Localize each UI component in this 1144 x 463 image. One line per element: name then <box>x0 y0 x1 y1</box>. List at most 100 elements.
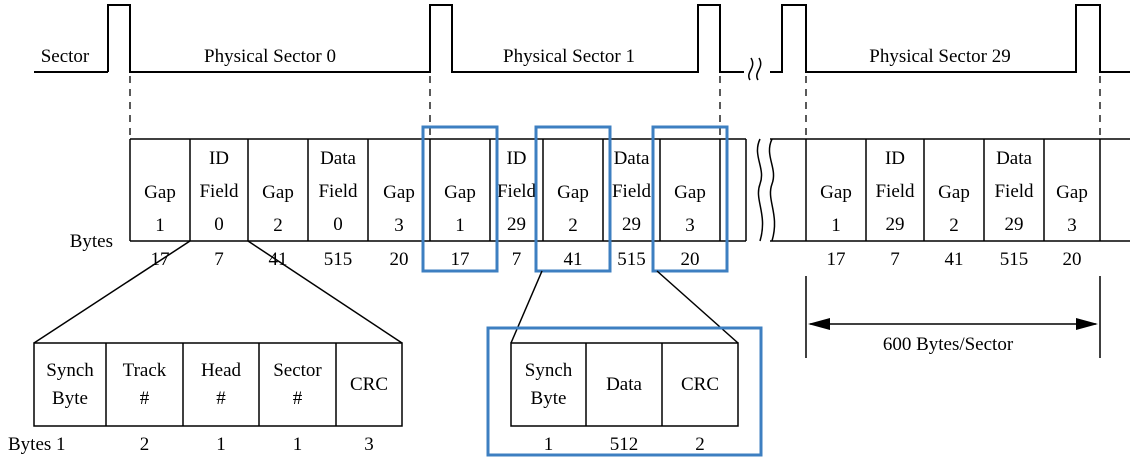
field-label-line: Gap <box>820 182 852 203</box>
field-label-line: 2 <box>568 215 578 236</box>
id-detail-byte-count: 1 <box>293 434 303 455</box>
field-label-line: 0 <box>333 214 343 235</box>
byte-counts: 17 7 41 515 20 17 7 41 515 20 17 7 41 515 20 <box>151 249 1082 270</box>
field-label-line: Data <box>320 148 356 169</box>
field-byte-count: 17 <box>151 249 170 270</box>
id-detail-cell-label: Byte <box>52 388 88 409</box>
id-detail-cell-label: CRC <box>350 374 388 395</box>
field-highlight <box>421 125 499 273</box>
field-label-line: 29 <box>622 214 641 235</box>
data-detail-byte-count: 1 <box>544 434 554 455</box>
field-byte-count: 7 <box>214 249 224 270</box>
timing-waveform <box>34 4 1130 73</box>
field-byte-count: 41 <box>945 249 964 270</box>
field-byte-count: 7 <box>890 249 900 270</box>
id-detail-cell-label: Track <box>123 360 167 381</box>
field-dividers <box>129 139 1101 241</box>
highlight-boxes <box>421 125 729 273</box>
sector-size-dimension <box>805 276 1101 358</box>
field-byte-count: 20 <box>681 249 700 270</box>
expansion-lines <box>33 240 739 344</box>
field-label-line: 29 <box>1005 214 1024 235</box>
field-label-line: 2 <box>273 215 283 236</box>
field-byte-count: 17 <box>451 249 470 270</box>
field-label-line: 29 <box>507 214 526 235</box>
dashed-guides <box>129 76 1101 138</box>
data-field-highlight <box>486 326 763 457</box>
id-detail-box <box>33 342 403 427</box>
field-label-line: Gap <box>1056 182 1088 203</box>
field-label-line: Field <box>612 181 652 202</box>
field-label-line: Gap <box>674 182 706 203</box>
field-label-line: 29 <box>886 214 905 235</box>
field-byte-count: 515 <box>617 249 646 270</box>
field-label-line: Field <box>318 181 358 202</box>
field-label-line: ID <box>209 148 229 169</box>
bytes-label: Bytes <box>70 231 113 252</box>
data-detail-byte-count: 512 <box>610 434 639 455</box>
id-detail-byte-count: 1 <box>216 434 226 455</box>
field-label-line: Gap <box>557 182 589 203</box>
data-detail-box <box>510 342 739 427</box>
waveform-line <box>770 4 1130 73</box>
sector-label: Sector <box>41 46 90 67</box>
sector-size-label: 600 Bytes/Sector <box>883 334 1014 355</box>
field-label-line: 0 <box>214 214 224 235</box>
field-label-line: Gap <box>938 182 970 203</box>
field-label-line: Gap <box>383 182 415 203</box>
field-label-line: 1 <box>455 215 465 236</box>
field-byte-count: 41 <box>564 249 583 270</box>
field-label-line: Data <box>996 148 1032 169</box>
field-byte-count: 515 <box>324 249 353 270</box>
bytes-strip <box>130 138 1130 242</box>
break-mark <box>748 57 762 81</box>
physical-sector-label: Physical Sector 1 <box>503 46 635 67</box>
field-label-line: 1 <box>155 215 165 236</box>
field-label-line: Gap <box>262 182 294 203</box>
field-byte-count: 20 <box>390 249 409 270</box>
field-label-line: 2 <box>949 215 959 236</box>
arrow-left-icon <box>808 318 830 330</box>
waveform-line <box>107 4 744 73</box>
id-detail-cell-label: # <box>140 388 150 409</box>
id-detail-cell-label: # <box>293 388 303 409</box>
field-byte-count: 17 <box>827 249 846 270</box>
field-highlight <box>651 125 729 273</box>
field-label-line: Field <box>875 181 915 202</box>
id-detail-cell-label: # <box>216 388 226 409</box>
field-highlight <box>534 125 612 273</box>
data-detail-cell-label: Synch <box>525 360 573 381</box>
field-byte-count: 515 <box>1000 249 1029 270</box>
field-label-line: ID <box>506 148 526 169</box>
field-label-line: Data <box>614 148 650 169</box>
id-detail-cell-label: Sector <box>273 360 322 381</box>
field-label-line: 3 <box>1067 215 1077 236</box>
data-detail-cell-label: Byte <box>531 388 567 409</box>
id-detail-bytes-label: Bytes 1 <box>8 434 66 455</box>
data-detail-cell-label: Data <box>606 374 642 395</box>
id-detail-cell-label: Synch <box>46 360 94 381</box>
data-detail-byte-count: 2 <box>695 434 705 455</box>
field-label-line: Field <box>497 181 537 202</box>
physical-sector-label: Physical Sector 29 <box>869 46 1010 67</box>
field-byte-count: 41 <box>269 249 288 270</box>
field-label-line: ID <box>885 148 905 169</box>
physical-sector-label: Physical Sector 0 <box>204 46 336 67</box>
field-byte-count: 20 <box>1063 249 1082 270</box>
field-label-line: 3 <box>685 215 695 236</box>
field-label-line: Gap <box>444 182 476 203</box>
id-detail-byte-count: 3 <box>364 434 374 455</box>
field-byte-count: 7 <box>512 249 522 270</box>
field-label-line: Gap <box>144 182 176 203</box>
field-label-line: 3 <box>394 215 404 236</box>
id-detail-byte-count: 2 <box>140 434 150 455</box>
arrow-right-icon <box>1076 318 1098 330</box>
id-detail-cell-label: Head <box>201 360 242 381</box>
field-label-line: Field <box>199 181 239 202</box>
field-label-line: 1 <box>831 215 841 236</box>
